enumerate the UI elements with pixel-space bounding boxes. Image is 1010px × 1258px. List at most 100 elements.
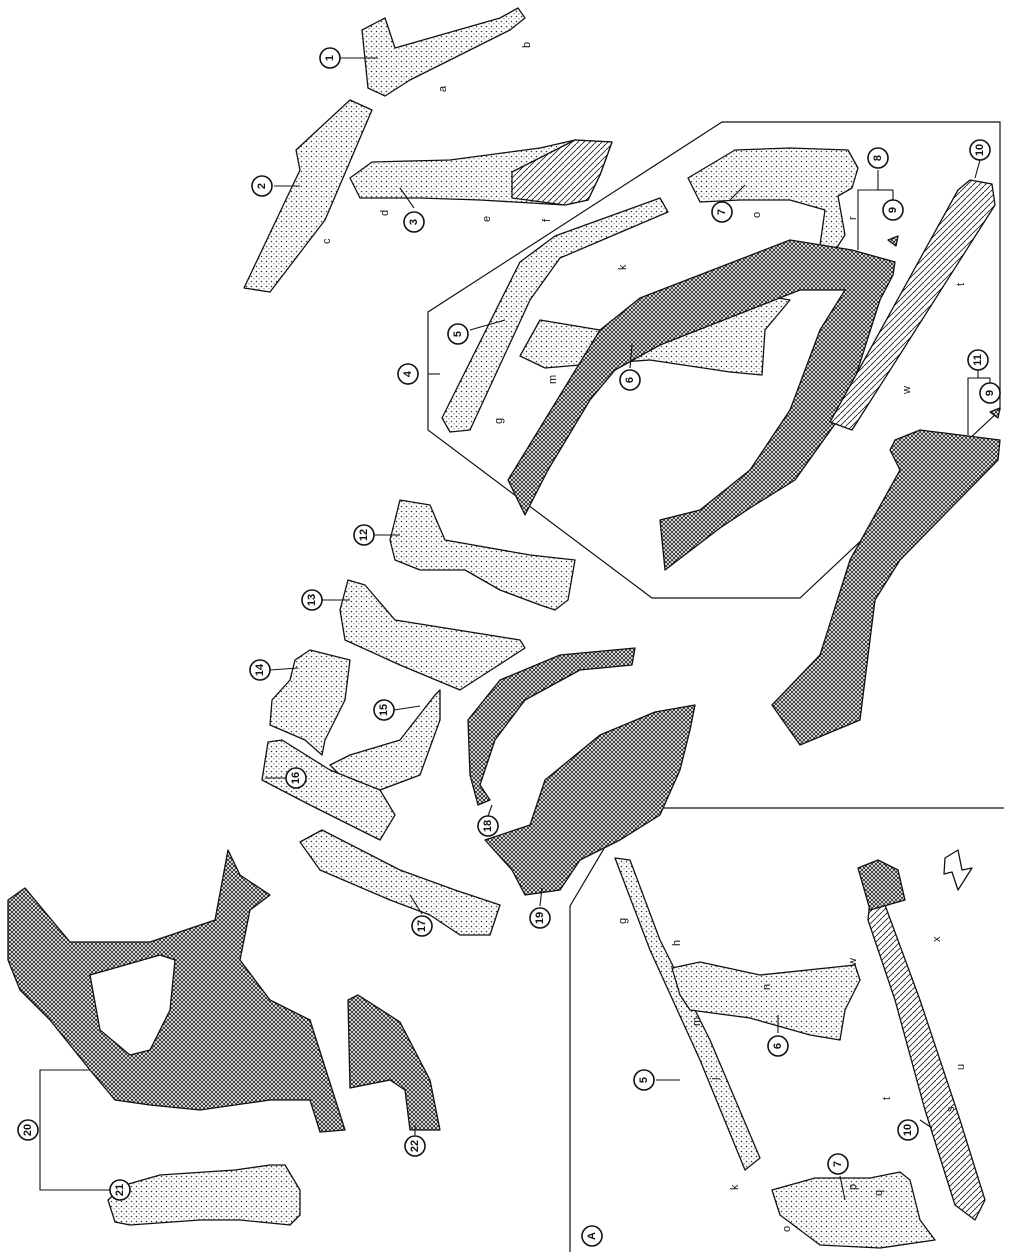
part-1 [361, 7, 526, 97]
detail-letter-k: k [729, 1184, 741, 1190]
callout-9-upper: 9 [882, 199, 904, 221]
svg-text:22: 22 [409, 1140, 421, 1152]
svg-text:16: 16 [290, 772, 302, 784]
svg-text:7: 7 [716, 209, 728, 215]
svg-text:A: A [586, 1232, 598, 1240]
part-7 [687, 147, 859, 256]
svg-text:19: 19 [534, 912, 546, 924]
letter-f: f [541, 218, 553, 222]
callout-21: 21 [109, 1179, 131, 1201]
letter-c: c [321, 238, 333, 244]
letter-r: r [847, 216, 859, 220]
letter-o: o [751, 212, 763, 218]
detail-a-part-10-end [857, 859, 906, 911]
svg-text:17: 17 [416, 920, 428, 932]
letter-labels: a b c d e f g k m o r t w g h j k m n o … [321, 42, 967, 1232]
detail-letter-g: g [617, 918, 629, 924]
svg-text:13: 13 [306, 594, 318, 606]
callout-10: 10 [969, 139, 991, 161]
callout-15: 15 [373, 699, 395, 721]
svg-text:5: 5 [452, 331, 464, 337]
letter-g: g [493, 418, 505, 424]
svg-text:6: 6 [772, 1043, 784, 1049]
svg-text:8: 8 [872, 155, 884, 161]
callout-detail-6: 6 [767, 1035, 789, 1057]
part-9-small-b [989, 407, 1001, 419]
detail-letter-p: p [847, 1184, 859, 1190]
callout-18: 18 [477, 815, 499, 837]
part-19 [484, 704, 696, 896]
callout-16: 16 [285, 767, 307, 789]
callout-11: 11 [967, 349, 989, 371]
svg-text:4: 4 [402, 370, 414, 377]
detail-letter-n: n [761, 984, 773, 990]
detail-a-frame [569, 807, 1004, 1252]
detail-a-part-10 [867, 899, 986, 1221]
callout-13: 13 [301, 589, 323, 611]
callout-19: 19 [529, 907, 551, 929]
svg-text:18: 18 [482, 820, 494, 832]
callout-17: 17 [411, 915, 433, 937]
svg-text:21: 21 [114, 1184, 126, 1196]
svg-text:2: 2 [256, 183, 268, 189]
svg-text:5: 5 [638, 1077, 650, 1083]
callout-9-lower: 9 [979, 382, 1001, 404]
detail-letter-o: o [781, 1226, 793, 1232]
callouts: 1 2 3 4 5 6 7 8 9 9 10 11 12 13 14 [17, 47, 1001, 1247]
part-5 [441, 197, 669, 433]
part-21 [107, 1164, 301, 1226]
letter-e: e [481, 216, 493, 222]
letter-w: w [901, 386, 913, 395]
part-17 [299, 829, 501, 936]
detail-a-part-7 [771, 1171, 936, 1249]
detail-a-part-6 [671, 961, 861, 1041]
callout-detail-a: A [581, 1225, 603, 1247]
part-20 [7, 849, 346, 1133]
svg-text:15: 15 [378, 704, 390, 716]
letter-t: t [955, 283, 967, 286]
letter-a: a [437, 85, 449, 92]
detail-letter-j: j [709, 1078, 721, 1081]
detail-letter-h: h [671, 940, 683, 946]
callout-3: 3 [403, 211, 425, 233]
part-3-hatched-end [511, 139, 613, 206]
callout-4: 4 [397, 363, 419, 385]
leader-lines [39, 57, 991, 1201]
svg-text:11: 11 [972, 354, 984, 366]
svg-text:3: 3 [408, 219, 420, 225]
svg-text:12: 12 [358, 529, 370, 541]
detail-letter-w: w [847, 958, 859, 967]
callout-2: 2 [251, 175, 273, 197]
callout-22: 22 [404, 1135, 426, 1157]
detail-letter-m: m [691, 1017, 703, 1026]
detail-letter-s: s [945, 1106, 957, 1112]
svg-text:7: 7 [832, 1161, 844, 1167]
svg-text:9: 9 [887, 207, 899, 213]
part-13 [339, 579, 526, 691]
part-22 [347, 994, 441, 1131]
svg-text:14: 14 [254, 663, 266, 676]
detail-letter-x: x [931, 936, 943, 942]
callout-20: 20 [17, 1119, 39, 1141]
svg-text:10: 10 [902, 1124, 914, 1136]
svg-text:1: 1 [324, 55, 336, 61]
part-12 [389, 499, 576, 611]
callout-5: 5 [447, 323, 469, 345]
detail-letter-t: t [881, 1097, 893, 1100]
detail-a-part-5 [614, 857, 761, 1171]
callout-6: 6 [619, 369, 641, 391]
part-11 [771, 429, 1001, 746]
detail-letter-q: q [873, 1190, 885, 1196]
part-10 [829, 179, 996, 431]
callout-detail-7: 7 [827, 1153, 849, 1175]
svg-text:9: 9 [984, 390, 996, 396]
callout-14: 14 [249, 659, 271, 681]
callout-12: 12 [353, 524, 375, 546]
part-14 [269, 649, 351, 756]
callout-8: 8 [867, 147, 889, 169]
letter-b: b [521, 42, 533, 48]
part-18 [467, 647, 636, 806]
part-20-window-opening [89, 954, 176, 1056]
letter-k: k [617, 264, 629, 270]
